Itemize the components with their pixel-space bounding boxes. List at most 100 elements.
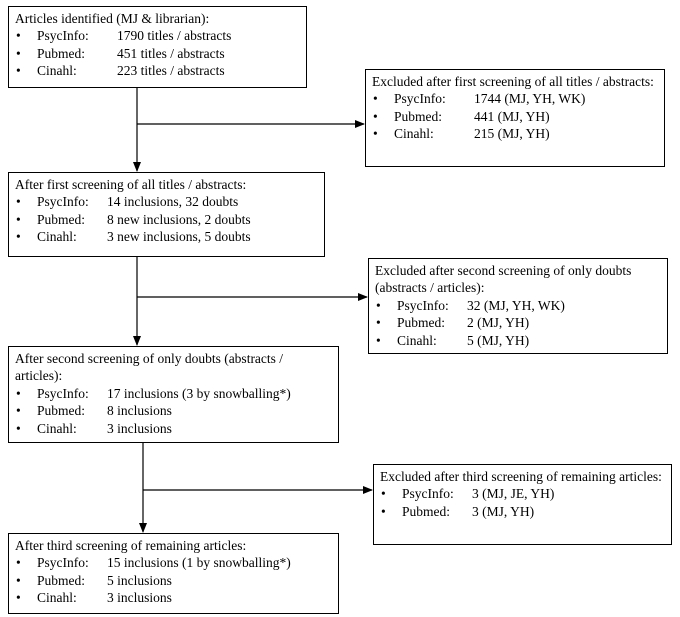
box-title: After first screening of all titles / ab… xyxy=(15,177,247,192)
database-name: Pubmed: xyxy=(394,108,443,124)
database-name: Pubmed: xyxy=(37,211,86,227)
list-item: • Cinahl: 5 (MJ, YH) xyxy=(375,332,661,349)
box-excluded-third-screening: Excluded after third screening of remain… xyxy=(373,464,672,545)
box-excluded-second-screening: Excluded after second screening of only … xyxy=(368,258,668,354)
count-value: 3 (MJ, YH) xyxy=(472,503,535,519)
list-item: • Pubmed: 451 titles / abstracts xyxy=(15,45,300,62)
database-name: PsycInfo: xyxy=(402,486,454,502)
list-item: • PsycInfo: 1790 titles / abstracts xyxy=(15,27,300,44)
database-name: PsycInfo: xyxy=(37,28,89,44)
database-name: Cinahl: xyxy=(37,63,77,79)
database-name: Cinahl: xyxy=(37,420,77,436)
bullet-icon: • xyxy=(381,486,386,502)
list-item: • Pubmed: 2 (MJ, YH) xyxy=(375,314,661,331)
box-title: After second screening of only doubts (a… xyxy=(15,351,284,384)
box-title: Excluded after third screening of remain… xyxy=(380,469,662,484)
list-item: • Pubmed: 441 (MJ, YH) xyxy=(372,108,658,125)
list-item: • Cinahl: 3 inclusions xyxy=(15,420,332,437)
bullet-icon: • xyxy=(16,555,21,571)
bullet-icon: • xyxy=(16,211,21,227)
count-value: 3 (MJ, JE, YH) xyxy=(472,486,555,502)
database-name: Pubmed: xyxy=(37,403,86,419)
count-value: 3 inclusions xyxy=(107,590,172,606)
database-name: Pubmed: xyxy=(397,315,446,331)
count-value: 223 titles / abstracts xyxy=(117,63,225,79)
bullet-icon: • xyxy=(376,332,381,348)
database-list: •PsycInfo:32 (MJ, YH, WK) •Pubmed:2 (MJ,… xyxy=(375,297,661,349)
database-name: Cinahl: xyxy=(37,590,77,606)
list-item: • PsycInfo: 17 inclusions (3 by snowballin… xyxy=(15,385,332,402)
count-value: 1790 titles / abstracts xyxy=(117,28,232,44)
count-value: 1744 (MJ, YH, WK) xyxy=(474,91,586,107)
bullet-icon: • xyxy=(373,108,378,124)
bullet-icon: • xyxy=(16,45,21,61)
bullet-icon: • xyxy=(373,126,378,142)
list-item: • Cinahl: 3 inclusions xyxy=(15,589,332,606)
box-title: Articles identified (MJ & librarian): xyxy=(15,11,210,26)
box-after-second-screening: After second screening of only doubts (a… xyxy=(8,346,339,443)
list-item: •PsycInfo:32 (MJ, YH, WK) xyxy=(375,297,661,314)
list-item: • PsycInfo: 1744 (MJ, YH, WK) xyxy=(372,90,658,107)
count-value: 8 new inclusions, 2 doubts xyxy=(107,211,251,227)
count-value: 14 inclusions, 32 doubts xyxy=(107,194,239,210)
count-value: 3 new inclusions, 5 doubts xyxy=(107,229,251,245)
list-item: • PsycInfo: 14 inclusions, 32 doubts xyxy=(15,193,318,210)
box-articles-identified: Articles identified (MJ & librarian): • P… xyxy=(8,6,307,88)
bullet-icon: • xyxy=(376,297,381,313)
count-value: 451 titles / abstracts xyxy=(117,45,225,61)
database-name: PsycInfo: xyxy=(37,555,89,571)
database-list: • PsycInfo: 17 inclusions (3 by snowballin… xyxy=(15,385,332,437)
database-name: Cinahl: xyxy=(394,126,434,142)
count-value: 2 (MJ, YH) xyxy=(467,315,530,331)
bullet-icon: • xyxy=(381,503,386,519)
database-list: • PsycInfo: 3 (MJ, JE, YH) • Pubmed: 3 (MJ, … xyxy=(380,485,665,520)
list-item: • PsycInfo: 3 (MJ, JE, YH) xyxy=(380,485,665,502)
database-name: Cinahl: xyxy=(37,229,77,245)
bullet-icon: • xyxy=(16,420,21,436)
count-value: 15 inclusions (1 by snowballing*) xyxy=(107,555,291,571)
bullet-icon: • xyxy=(373,91,378,107)
bullet-icon: • xyxy=(16,194,21,210)
count-value: 3 inclusions xyxy=(107,420,172,436)
database-name: PsycInfo: xyxy=(37,194,89,210)
database-list: • PsycInfo: 1744 (MJ, YH, WK) • Pubmed: 441 … xyxy=(372,90,658,142)
list-item: • Pubmed: 3 (MJ, YH) xyxy=(380,503,665,520)
count-value: 215 (MJ, YH) xyxy=(474,126,550,142)
database-list: • PsycInfo: 1790 titles / abstracts • Pubme… xyxy=(15,27,300,79)
bullet-icon: • xyxy=(16,590,21,606)
bullet-icon: • xyxy=(376,315,381,331)
list-item: • PsycInfo: 15 inclusions (1 by snowballin… xyxy=(15,554,332,571)
list-item: • Cinahl: 223 titles / abstracts xyxy=(15,62,300,79)
box-title: Excluded after first screening of all ti… xyxy=(372,74,654,89)
database-name: PsycInfo: xyxy=(37,385,89,401)
database-name: Pubmed: xyxy=(37,45,86,61)
bullet-icon: • xyxy=(16,63,21,79)
box-title: After third screening of remaining artic… xyxy=(15,538,247,553)
list-item: • Pubmed: 8 new inclusions, 2 doubts xyxy=(15,211,318,228)
list-item: • Cinahl: 3 new inclusions, 5 doubts xyxy=(15,228,318,245)
bullet-icon: • xyxy=(16,572,21,588)
database-name: Pubmed: xyxy=(37,572,86,588)
bullet-icon: • xyxy=(16,229,21,245)
box-title: Excluded after second screening of only … xyxy=(375,263,632,296)
database-list: • PsycInfo: 15 inclusions (1 by snowballin… xyxy=(15,554,332,606)
database-name: PsycInfo: xyxy=(394,91,446,107)
bullet-icon: • xyxy=(16,403,21,419)
database-name: PsycInfo: xyxy=(397,297,449,313)
database-list: • PsycInfo: 14 inclusions, 32 doubts • Pubm… xyxy=(15,193,318,245)
count-value: 441 (MJ, YH) xyxy=(474,108,550,124)
count-value: 17 inclusions (3 by snowballing*) xyxy=(107,385,291,401)
list-item: • Pubmed: 8 inclusions xyxy=(15,402,332,419)
list-item: • Pubmed: 5 inclusions xyxy=(15,572,332,589)
box-after-third-screening: After third screening of remaining artic… xyxy=(8,533,339,614)
bullet-icon: • xyxy=(16,385,21,401)
count-value: 8 inclusions xyxy=(107,403,172,419)
box-after-first-screening: After first screening of all titles / ab… xyxy=(8,172,325,257)
database-name: Cinahl: xyxy=(397,332,437,348)
count-value: 5 (MJ, YH) xyxy=(467,332,530,348)
bullet-icon: • xyxy=(16,28,21,44)
box-excluded-first-screening: Excluded after first screening of all ti… xyxy=(365,69,665,167)
count-value: 5 inclusions xyxy=(107,572,172,588)
database-name: Pubmed: xyxy=(402,503,451,519)
